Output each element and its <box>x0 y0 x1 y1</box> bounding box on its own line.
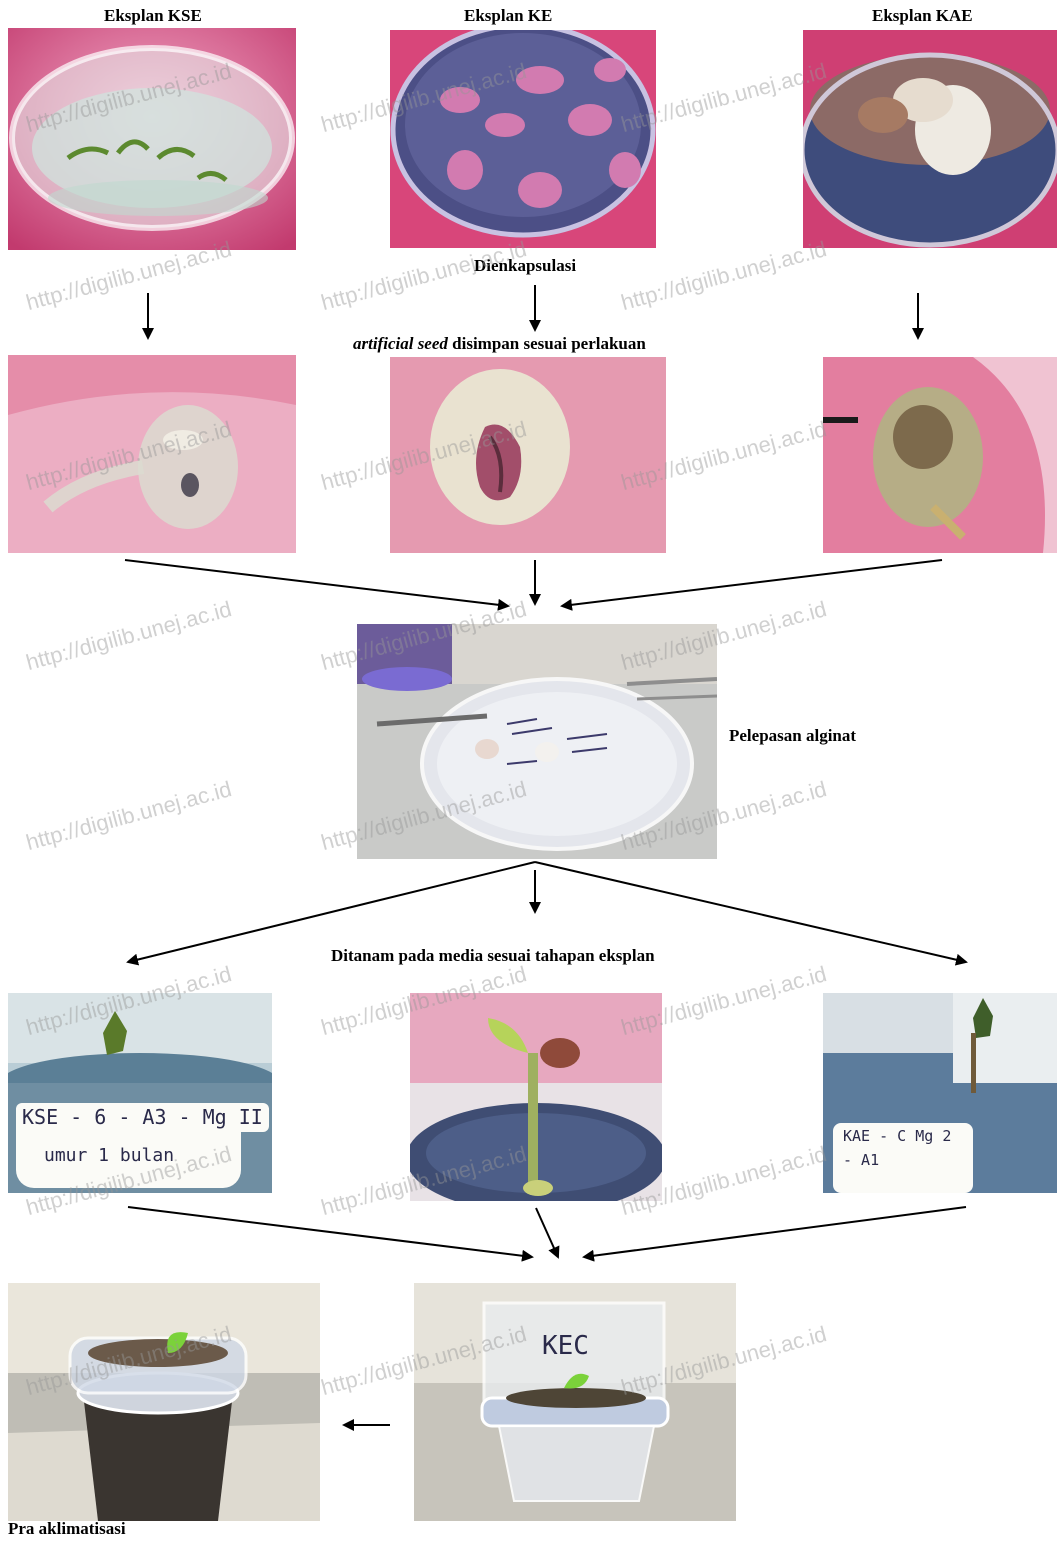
arrow-kae-to-release <box>562 560 942 606</box>
arrow-release-to-kse <box>128 862 535 962</box>
arrow-ke-to-jar <box>536 1208 558 1257</box>
arrow-kse-to-jar <box>128 1207 532 1257</box>
arrow-release-to-kae <box>535 862 966 962</box>
arrow-kse-to-release <box>125 560 508 606</box>
arrow-kae-to-jar <box>584 1207 966 1257</box>
